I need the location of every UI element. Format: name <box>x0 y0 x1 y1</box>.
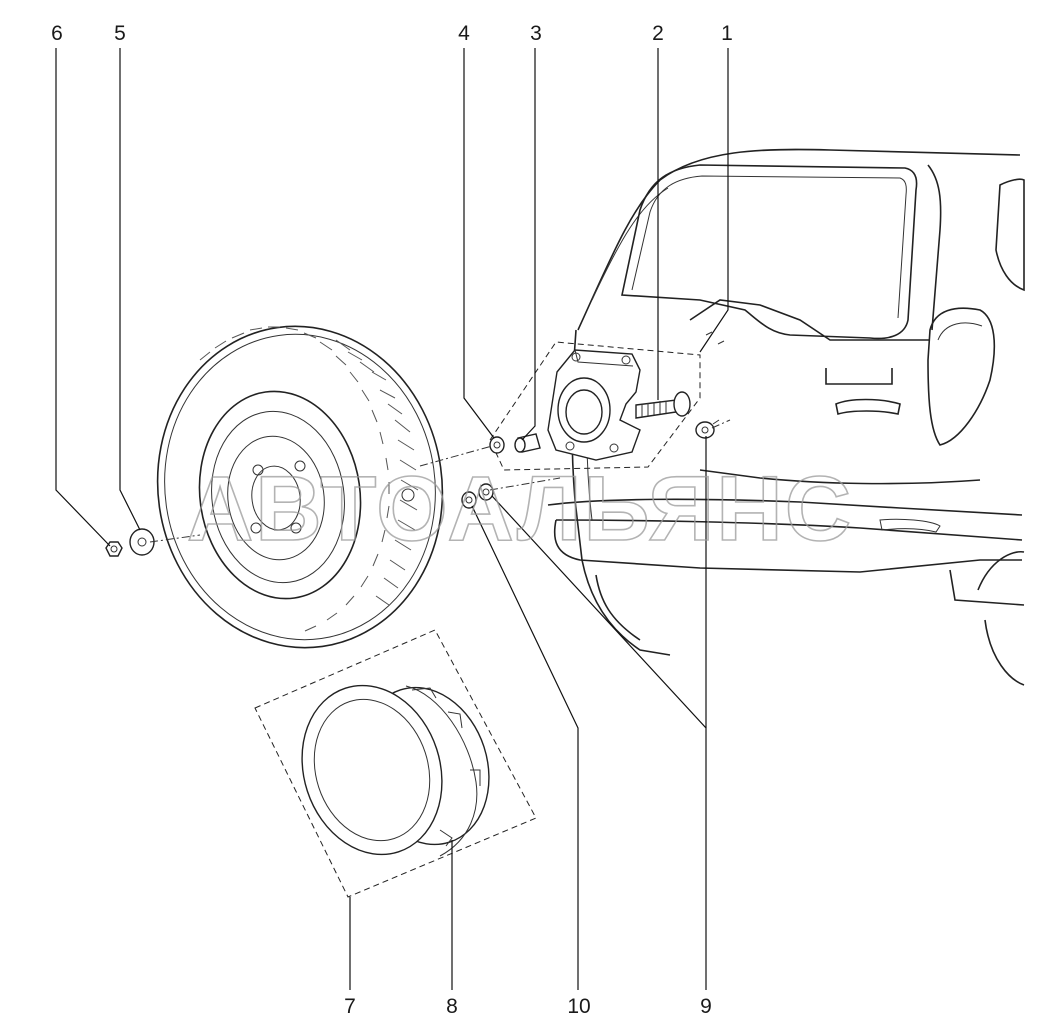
callout-6: 6 <box>51 22 63 45</box>
callout-4: 4 <box>458 22 470 45</box>
callout-numbers: 1 2 3 4 5 6 7 8 9 10 <box>51 22 733 1018</box>
leader-lines <box>55 48 729 990</box>
bracket-assembly <box>489 341 701 471</box>
callout-1: 1 <box>721 22 733 45</box>
assembly-axis-lines <box>149 419 731 543</box>
spare-wheel-cover-group <box>254 629 537 898</box>
spare-wheel <box>156 325 444 649</box>
washer-part-5 <box>129 528 155 556</box>
callout-10: 10 <box>567 995 590 1018</box>
callout-7: 7 <box>344 995 356 1018</box>
callout-9: 9 <box>700 995 712 1018</box>
washer-part-9 <box>695 421 715 439</box>
callout-5: 5 <box>114 22 126 45</box>
nut-washer-part-10 <box>461 483 494 509</box>
watermark-text: АВТОАЛЬЯНС <box>187 458 853 560</box>
callout-2: 2 <box>652 22 664 45</box>
callout-3: 3 <box>530 22 542 45</box>
callout-8: 8 <box>446 995 458 1018</box>
